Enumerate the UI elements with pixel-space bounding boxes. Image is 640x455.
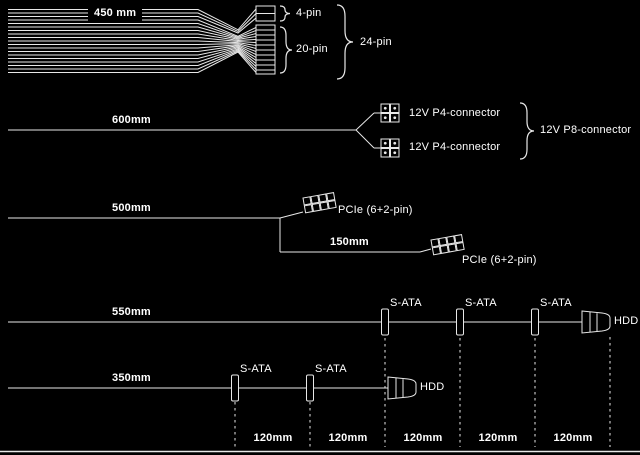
cable3-length-label: 500mm <box>112 202 151 214</box>
scale-segment-label: 120mm <box>328 432 368 444</box>
hdd-connector-bottom <box>387 376 417 400</box>
brace-p8 <box>519 102 535 160</box>
scale-segment-label: 120mm <box>553 432 593 444</box>
cable3-branch-length-label: 150mm <box>330 236 369 248</box>
connector-24pin-label: 24-pin <box>360 36 392 48</box>
pcie-connector-bottom-label: PCIe (6+2-pin) <box>462 254 537 266</box>
sata-label: S-ATA <box>390 297 422 309</box>
pcie-connector-top-label: PCIe (6+2-pin) <box>338 204 413 216</box>
sata-connector <box>456 308 464 336</box>
p4-connector-top-label: 12V P4-connector <box>409 107 501 119</box>
sata-connector <box>306 374 314 402</box>
cable4-length-label: 550mm <box>112 306 151 318</box>
sata-connector <box>231 374 239 402</box>
brace-4pin <box>279 5 291 22</box>
sata-connector <box>531 308 539 336</box>
sata-label: S-ATA <box>315 363 347 375</box>
connector-20pin-label: 20-pin <box>296 43 328 55</box>
brace-20pin <box>279 26 293 74</box>
p4-connector-bottom <box>380 138 400 158</box>
scale-segment-label: 120mm <box>478 432 518 444</box>
scale-segment-label: 120mm <box>403 432 443 444</box>
hdd-connector-top <box>581 310 611 334</box>
sata-label: S-ATA <box>465 297 497 309</box>
cable5-length-label: 350mm <box>112 372 151 384</box>
sata-connector <box>381 308 389 336</box>
sata-label: S-ATA <box>540 297 572 309</box>
connector-4pin-label: 4-pin <box>296 7 322 19</box>
pcie-connector-top <box>302 192 337 214</box>
ribbon-cable-450mm <box>8 8 257 73</box>
brace-24pin <box>336 4 354 80</box>
cable2-length-label: 600mm <box>112 114 151 126</box>
cable1-length-label: 450 mm <box>88 5 143 21</box>
p4-connector-bottom-label: 12V P4-connector <box>409 141 501 153</box>
p4-connector-top <box>380 103 400 123</box>
pcie-connector-bottom <box>430 234 465 256</box>
hdd-label: HDD <box>420 381 445 393</box>
p8-connector-label: 12V P8-connector <box>540 124 632 136</box>
hdd-label: HDD <box>614 315 639 327</box>
scale-segment-label: 120mm <box>253 432 293 444</box>
sata-label: S-ATA <box>240 363 272 375</box>
